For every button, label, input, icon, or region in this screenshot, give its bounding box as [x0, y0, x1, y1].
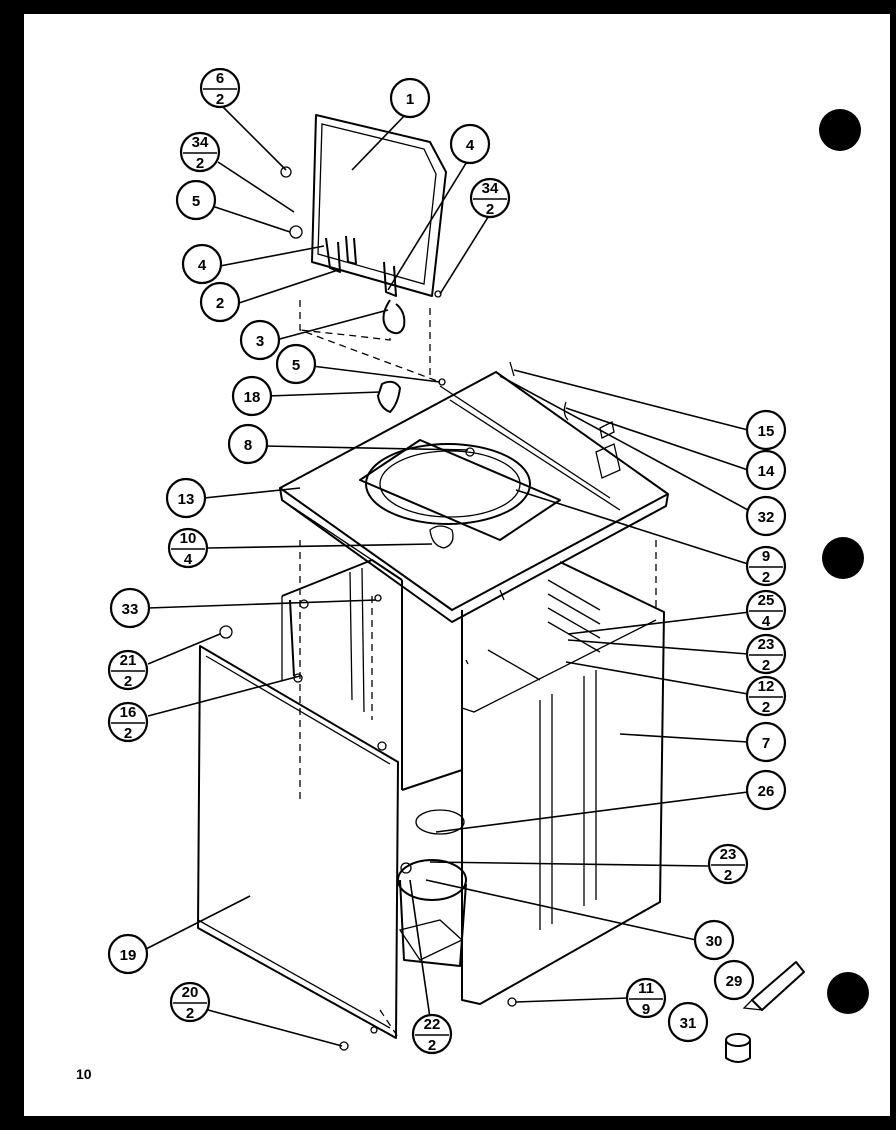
svg-text:16: 16 [120, 704, 137, 721]
callout-32: 32 [745, 495, 787, 537]
svg-text:31: 31 [680, 1015, 697, 1032]
svg-text:21: 21 [120, 652, 137, 669]
callout-14: 14 [745, 449, 787, 491]
callout-10-4: 104 [167, 527, 209, 569]
svg-text:2: 2 [724, 867, 732, 884]
callout-34-2-right: 342 [469, 177, 511, 219]
svg-text:2: 2 [216, 295, 224, 312]
svg-text:33: 33 [122, 601, 139, 618]
callout-4-left: 4 [181, 243, 223, 285]
svg-text:30: 30 [706, 933, 723, 950]
callouts: 1 62 342 5 4 4 342 2 3 5 18 15 8 14 13 3… [107, 67, 787, 1055]
svg-text:4: 4 [762, 613, 771, 630]
callout-31: 31 [667, 1001, 709, 1043]
punch-hole-top [819, 109, 861, 151]
svg-text:8: 8 [244, 437, 252, 454]
lid-assembly [280, 114, 447, 335]
svg-text:2: 2 [762, 657, 770, 674]
callout-33: 33 [109, 587, 151, 629]
punch-hole-middle [822, 537, 864, 579]
svg-text:1: 1 [406, 91, 414, 108]
svg-text:29: 29 [726, 973, 743, 990]
svg-text:2: 2 [486, 201, 494, 218]
svg-text:6: 6 [216, 70, 224, 87]
svg-text:2: 2 [196, 155, 204, 172]
callout-22-2: 222 [411, 1013, 453, 1055]
callout-21-2: 212 [107, 649, 149, 691]
svg-text:2: 2 [124, 725, 132, 742]
callout-18: 18 [231, 375, 273, 417]
svg-text:4: 4 [466, 137, 475, 154]
page-number: 10 [76, 1066, 92, 1082]
callout-25-4: 254 [745, 589, 787, 631]
svg-text:9: 9 [642, 1001, 650, 1018]
callout-3: 3 [239, 319, 281, 361]
diagram-sheet [24, 14, 890, 1116]
svg-text:2: 2 [428, 1037, 436, 1054]
callout-30: 30 [693, 919, 735, 961]
callout-13: 13 [165, 477, 207, 519]
callout-8: 8 [227, 423, 269, 465]
svg-text:14: 14 [758, 463, 775, 480]
svg-text:5: 5 [292, 357, 300, 374]
cabinet-top [279, 361, 669, 623]
callout-16-2: 162 [107, 701, 149, 743]
callout-9-2: 92 [745, 545, 787, 587]
callout-23-2-lower: 232 [707, 843, 749, 885]
svg-text:19: 19 [120, 947, 137, 964]
callout-19: 19 [107, 933, 149, 975]
callout-7: 7 [745, 721, 787, 763]
callout-12-2: 122 [745, 675, 787, 717]
callout-26: 26 [745, 769, 787, 811]
callout-5-upper: 5 [175, 179, 217, 221]
svg-text:2: 2 [186, 1005, 194, 1022]
svg-text:20: 20 [182, 984, 199, 1001]
callout-11-9: 119 [625, 977, 667, 1019]
svg-text:10: 10 [180, 530, 197, 547]
svg-text:32: 32 [758, 509, 775, 526]
svg-text:3: 3 [256, 333, 264, 350]
svg-text:12: 12 [758, 678, 775, 695]
svg-text:26: 26 [758, 783, 775, 800]
svg-text:23: 23 [758, 636, 775, 653]
svg-text:4: 4 [198, 257, 207, 274]
svg-text:2: 2 [216, 91, 224, 108]
callout-2: 2 [199, 281, 241, 323]
callout-34-2-left: 342 [179, 131, 221, 173]
svg-text:2: 2 [124, 673, 132, 690]
front-panel [197, 599, 399, 1039]
svg-text:18: 18 [244, 389, 261, 406]
callout-1: 1 [389, 77, 431, 119]
cabinet-body [281, 540, 665, 1041]
callout-15: 15 [745, 409, 787, 451]
svg-text:11: 11 [638, 980, 654, 997]
svg-text:34: 34 [482, 180, 499, 197]
svg-text:2: 2 [762, 699, 770, 716]
callout-4-right: 4 [449, 123, 491, 165]
callout-6-2: 62 [199, 67, 241, 109]
punch-hole-bottom [827, 972, 869, 1014]
svg-text:15: 15 [758, 423, 775, 440]
svg-text:5: 5 [192, 193, 200, 210]
loose-parts [339, 594, 805, 1063]
leader-lines [143, 103, 751, 1047]
svg-text:25: 25 [758, 592, 775, 609]
svg-text:4: 4 [184, 551, 193, 568]
svg-text:34: 34 [192, 134, 209, 151]
callout-20-2: 202 [169, 981, 211, 1023]
callout-23-2-upper: 232 [745, 633, 787, 675]
svg-text:9: 9 [762, 548, 770, 565]
callout-29: 29 [713, 959, 755, 1001]
callout-5-lower: 5 [275, 343, 317, 385]
svg-text:23: 23 [720, 846, 737, 863]
svg-text:22: 22 [424, 1016, 441, 1033]
svg-text:13: 13 [178, 491, 195, 508]
svg-text:2: 2 [762, 569, 770, 586]
svg-text:7: 7 [762, 735, 770, 752]
